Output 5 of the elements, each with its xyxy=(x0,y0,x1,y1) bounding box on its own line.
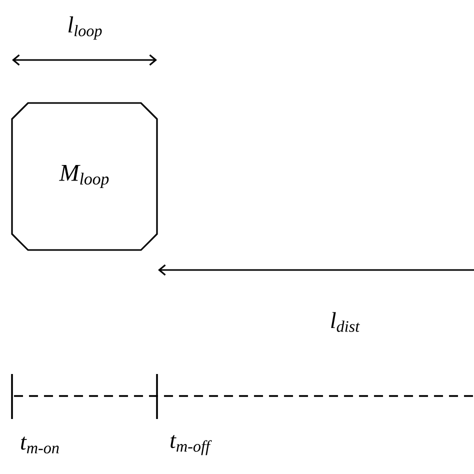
box: M$_{loop}$ xyxy=(11,102,158,251)
dimension-label: l$_{loop}$ xyxy=(68,16,102,40)
dimension-label: t$_{m-off}$ xyxy=(170,434,212,456)
dimension-label: t$_{m-on}$ xyxy=(21,436,59,454)
dimension-label: l$_{dist}$ xyxy=(331,312,360,332)
